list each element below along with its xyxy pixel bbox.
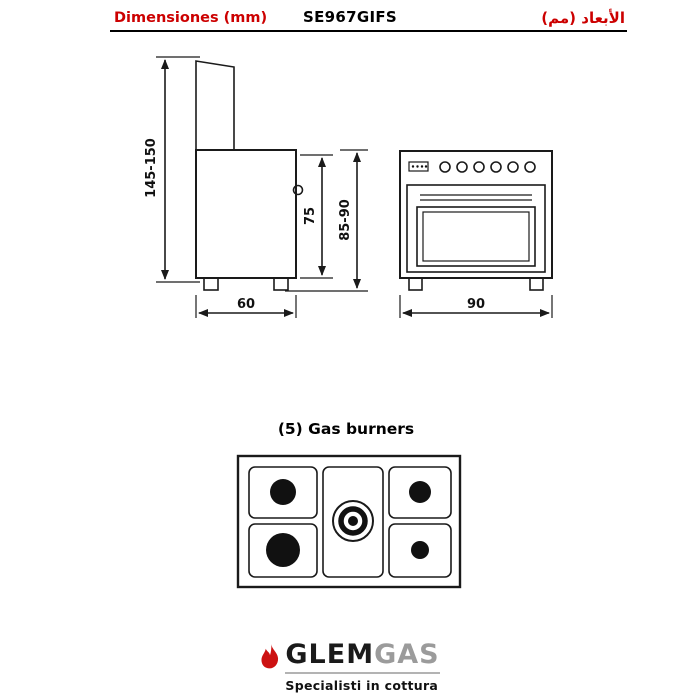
burner-left-bottom: [266, 533, 300, 567]
burner-outer-ring: [332, 500, 374, 542]
side-foot-right: [273, 277, 289, 291]
display-dot: [416, 165, 419, 168]
dimension-label-width-side: 60: [237, 297, 255, 312]
dimension-label-height-door: 75: [303, 207, 318, 225]
gas-burners-title: (5) Gas burners: [277, 420, 415, 438]
open-lid-outline: [195, 60, 235, 150]
burner-left-top: [270, 479, 296, 505]
cooktop-outline: [236, 454, 462, 589]
dimension-height-body: 85-90: [285, 149, 368, 292]
display-dot: [411, 165, 415, 168]
display-dot: [424, 165, 428, 168]
control-knob: [507, 161, 519, 173]
header-title-arabic: الأبعاد (مم): [541, 9, 625, 27]
dimension-width-side: 60: [195, 295, 297, 318]
brand-text-block: GLEMGAS Specialisti in cottura: [285, 639, 440, 694]
display-dot: [420, 165, 424, 168]
brand-name-glem: GLEM: [285, 639, 375, 670]
brand-name-gas: GAS: [374, 639, 440, 670]
burner-center-cap: [348, 516, 358, 526]
header-title-spanish: Dimensiones (mm): [114, 10, 268, 26]
dimension-label-height-body: 85-90: [338, 199, 353, 241]
pan-support-left-top: [248, 466, 318, 519]
oven-door-outline: [406, 184, 546, 273]
front-foot-left: [408, 277, 423, 291]
dimension-label-height-total: 145-150: [144, 138, 159, 198]
cooker-front-view: [399, 150, 553, 291]
dimension-height-door: 75: [300, 154, 333, 279]
side-foot-left: [203, 277, 219, 291]
burner-center-triple-ring: [332, 500, 374, 542]
header-model-number: SE967GIFS: [303, 8, 398, 26]
brand-tagline: Specialisti in cottura: [285, 678, 439, 694]
control-knob: [456, 161, 468, 173]
page-header: Dimensiones (mm) SE967GIFS الأبعاد (مم): [110, 8, 627, 32]
brand-logo: GLEMGAS Specialisti in cottura: [0, 639, 700, 694]
burner-right-bottom: [411, 541, 429, 559]
burner-mid-ring: [338, 506, 368, 536]
front-body-outline: [399, 150, 553, 279]
side-body-outline: [195, 149, 297, 279]
pan-support-right-bottom: [388, 523, 452, 578]
pan-support-center: [322, 466, 384, 578]
dimension-label-width-front: 90: [467, 297, 485, 312]
clock-display: [408, 161, 429, 172]
control-knob: [524, 161, 536, 173]
cooktop-diagram: [236, 454, 462, 589]
burner-right-top: [409, 481, 431, 503]
pan-support-right-top: [388, 466, 452, 519]
side-handle-knob: [292, 184, 304, 196]
dimension-width-front: 90: [399, 295, 553, 318]
oven-window-outer: [416, 206, 536, 267]
pan-support-left-bottom: [248, 523, 318, 578]
dimension-height-total: 145-150: [144, 56, 200, 283]
cooker-side-view: [195, 60, 304, 291]
control-knob: [473, 161, 485, 173]
flame-icon: [261, 644, 279, 669]
control-knob: [490, 161, 502, 173]
flame-shape: [261, 644, 279, 669]
front-foot-right: [529, 277, 544, 291]
oven-window-inner: [422, 211, 530, 262]
brand-name: GLEMGAS: [285, 639, 440, 675]
control-knob: [439, 161, 451, 173]
brand-logo-row: GLEMGAS Specialisti in cottura: [260, 639, 440, 694]
